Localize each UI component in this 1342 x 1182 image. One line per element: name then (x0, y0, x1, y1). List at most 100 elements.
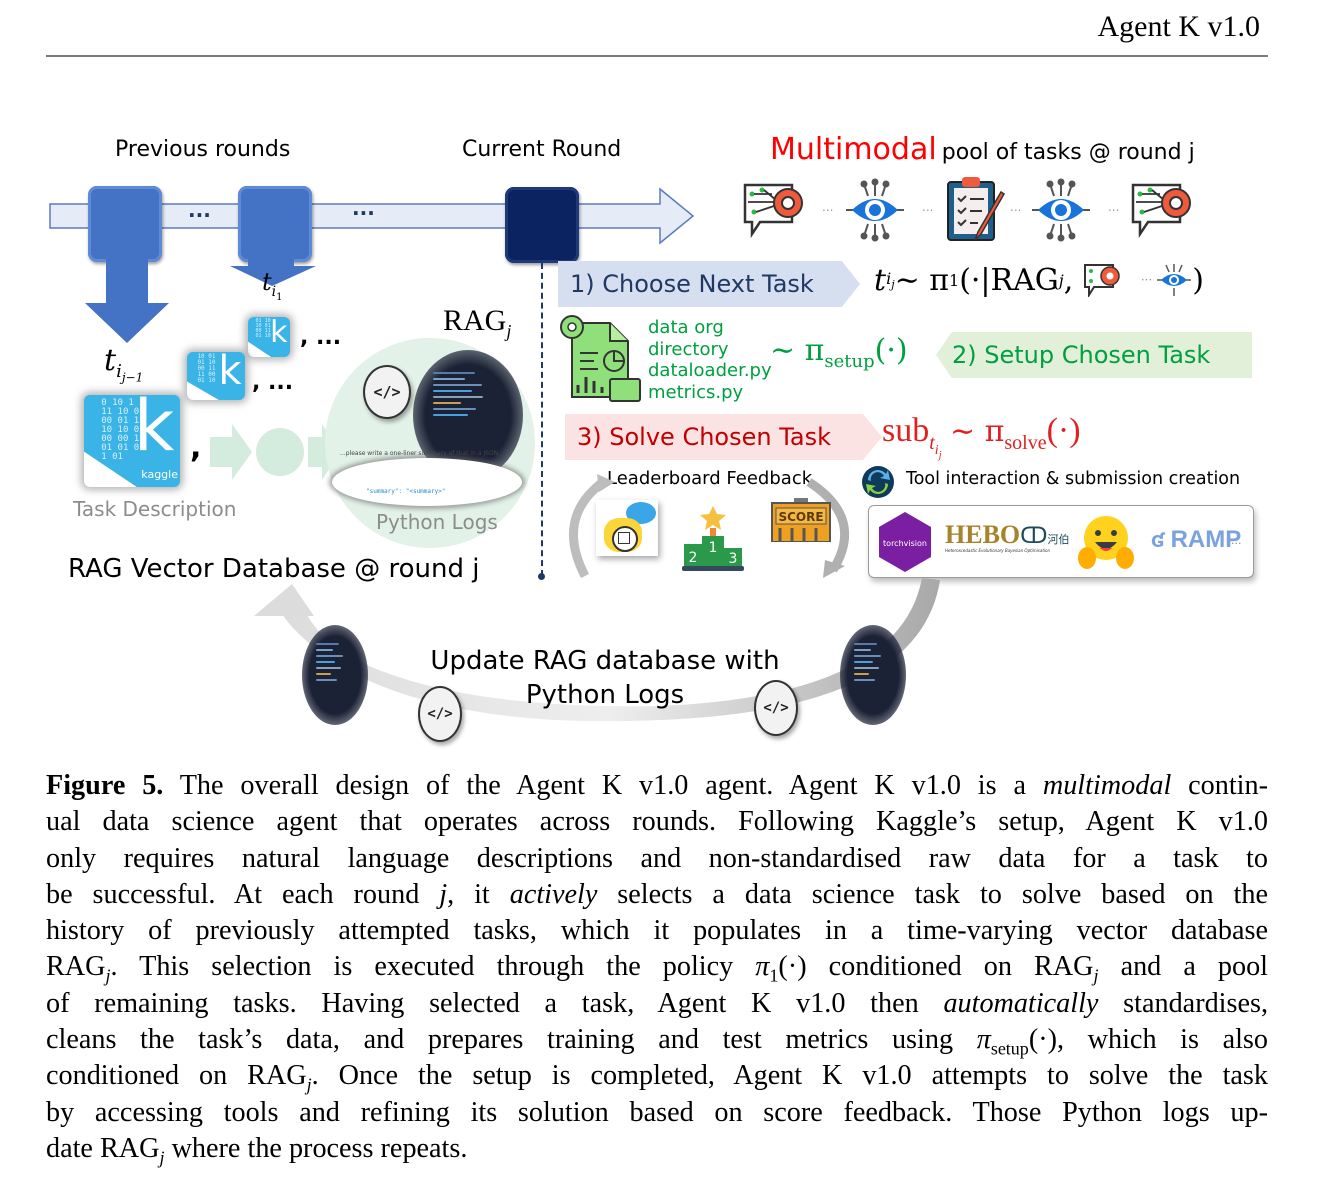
task-label-t-i1: ti1 (262, 268, 283, 303)
update-rag-label: Update RAG database with Python Logs (430, 646, 780, 710)
code-tag-icon: </> (363, 365, 411, 419)
comma-ellipsis-1: , ... (300, 325, 342, 350)
caption-text: automatically (943, 987, 1099, 1019)
caption-line: Figure 5. The overall design of the Agen… (46, 768, 1268, 804)
caption-line: ual data science agent that operates acr… (46, 804, 1268, 840)
step2-setup-chosen-task: 2) Setup Chosen Task (936, 332, 1252, 378)
caption-text: actively (509, 878, 598, 910)
caption-text: conditioned on RAG (46, 1060, 307, 1092)
caption-text: by accessing tools and refining its solu… (46, 1096, 1268, 1128)
task-description-label: Task Description (73, 497, 237, 521)
timeline-ellipsis-2: ... (352, 196, 375, 220)
task-pool-icons: ... ... ... (742, 177, 1202, 242)
ramp-logo: ʛ RAMP (1151, 526, 1242, 553)
caption-text: (·) conditioned on RAG (778, 951, 1094, 983)
task-label-t-prev: tij−1 (104, 343, 144, 385)
competition-icon (596, 500, 658, 556)
caption-text: ual data science agent that operates acr… (46, 806, 1268, 838)
caption-line: of remaining tasks. Having selected a ta… (46, 986, 1268, 1022)
caption-text: (·), which is also (1028, 1024, 1268, 1056)
caption-line: only requires natural language descripti… (46, 841, 1268, 877)
caption-text: 1 (769, 966, 779, 987)
hugging-face-logo (1078, 516, 1134, 569)
caption-line: RAGj. This selection is executed through… (46, 949, 1268, 987)
vision-eye-icon-mini (1157, 264, 1192, 296)
setup-output-data-org: data org (648, 317, 724, 338)
caption-text: setup (990, 1038, 1029, 1059)
caption-line: conditioned on RAGj. Once the setup is c… (46, 1058, 1268, 1096)
step1-label: 1) Choose Next Task (570, 270, 814, 298)
rag-j-label: RAGj (443, 304, 512, 341)
caption-text: where the process repeats. (164, 1132, 468, 1164)
step1-choose-next-task: 1) Choose Next Task (558, 261, 860, 307)
current-round-dashed-line (541, 263, 543, 576)
update-code-screenshot-right (840, 625, 906, 725)
podium-icon: 2 1 3 (682, 506, 744, 571)
caption-text: The overall design of the Agent K v1.0 a… (163, 770, 1043, 801)
setup-output-metrics: metrics.py (648, 381, 744, 403)
pool-separator-3: ... (1010, 200, 1022, 214)
round-block-current (505, 187, 579, 263)
caption-text: π (976, 1024, 991, 1056)
leaderboard-feedback-label: Leaderboard Feedback (607, 468, 813, 489)
comma-ellipsis-2: , ... (252, 370, 294, 395)
down-arrow-large (85, 258, 169, 343)
figure-caption: Figure 5. The overall design of the Agen… (46, 768, 1268, 1168)
pool-separator-4: ... (1108, 200, 1120, 214)
caption-line: cleans the task’s data, and prepares tra… (46, 1022, 1268, 1059)
nlp-gear-icon-mini (1083, 264, 1120, 297)
caption-text: cleans the task’s data, and prepares tra… (46, 1024, 977, 1056)
caption-text: RAG (46, 951, 106, 983)
caption-text: . Once the setup is completed, Agent K v… (311, 1060, 1268, 1092)
step3-formula: subtij ∼ πsolve(·) (882, 412, 1081, 461)
caption-text: multimodal (1042, 770, 1172, 801)
code-tag-icon: </> (754, 680, 798, 736)
scoreboard-icon: SCORE (771, 498, 831, 542)
podium-place-2: 2 (689, 550, 698, 566)
clipboard-pencil-icon (947, 177, 1006, 241)
python-logs-label: Python Logs (376, 510, 498, 534)
task-pool-title-highlight: Multimodal (770, 132, 937, 167)
round-block-previous-1 (88, 186, 162, 262)
caption-text: j (306, 1075, 312, 1096)
caption-text: contin- (1171, 770, 1268, 801)
hebo-subtitle: Heteroscedastic Evolutionary Bayesian Op… (945, 548, 1050, 553)
timeline-ellipsis-1: ... (188, 198, 211, 222)
caption-text: . This selection is executed through the… (110, 951, 756, 983)
step3-label: 3) Solve Chosen Task (577, 423, 832, 451)
nlp-gear-icon (1131, 183, 1191, 239)
comma: , (190, 430, 202, 465)
task-pool-title: Multimodal pool of tasks @ round j (770, 132, 1195, 167)
caption-line: by accessing tools and refining its solu… (46, 1095, 1268, 1131)
setup-output-dataloader: dataloader.py (648, 360, 772, 381)
caption-line: be successful. At each round j, it activ… (46, 877, 1268, 913)
caption-text: π (755, 951, 770, 983)
step3-solve-chosen-task: 3) Solve Chosen Task (565, 414, 882, 460)
caption-text: be successful. At each round (46, 878, 440, 910)
dashed-line-end-dot (538, 573, 545, 580)
svg-text:torchvision: torchvision (883, 539, 927, 548)
setup-document-icon (560, 315, 641, 402)
caption-text: and a pool (1098, 951, 1268, 983)
sync-icon (862, 466, 894, 498)
caption-text: , it (447, 878, 510, 910)
tools-more: ... (1231, 534, 1242, 547)
podium-place-3: 3 (729, 551, 738, 567)
caption-text: j (159, 1147, 165, 1168)
caption-text: selects a data science task to solve bas… (597, 878, 1268, 910)
nlp-gear-icon (743, 183, 803, 239)
figure-5: Previous rounds Current Round ... ... ti… (49, 132, 1254, 742)
podium-place-1: 1 (709, 540, 718, 556)
header-rule (46, 55, 1268, 57)
caption-text: j (105, 966, 111, 987)
log-json-ellipse (332, 458, 522, 506)
log-json-text: "summary": "<summary>" (366, 488, 446, 495)
caption-text: j (439, 878, 448, 910)
rag-db-title: RAG Vector Database @ round j (68, 554, 480, 584)
previous-rounds-label: Previous rounds (115, 137, 291, 162)
code-tag-icon: </> (418, 686, 462, 742)
setup-output-directory: directory (648, 338, 729, 360)
